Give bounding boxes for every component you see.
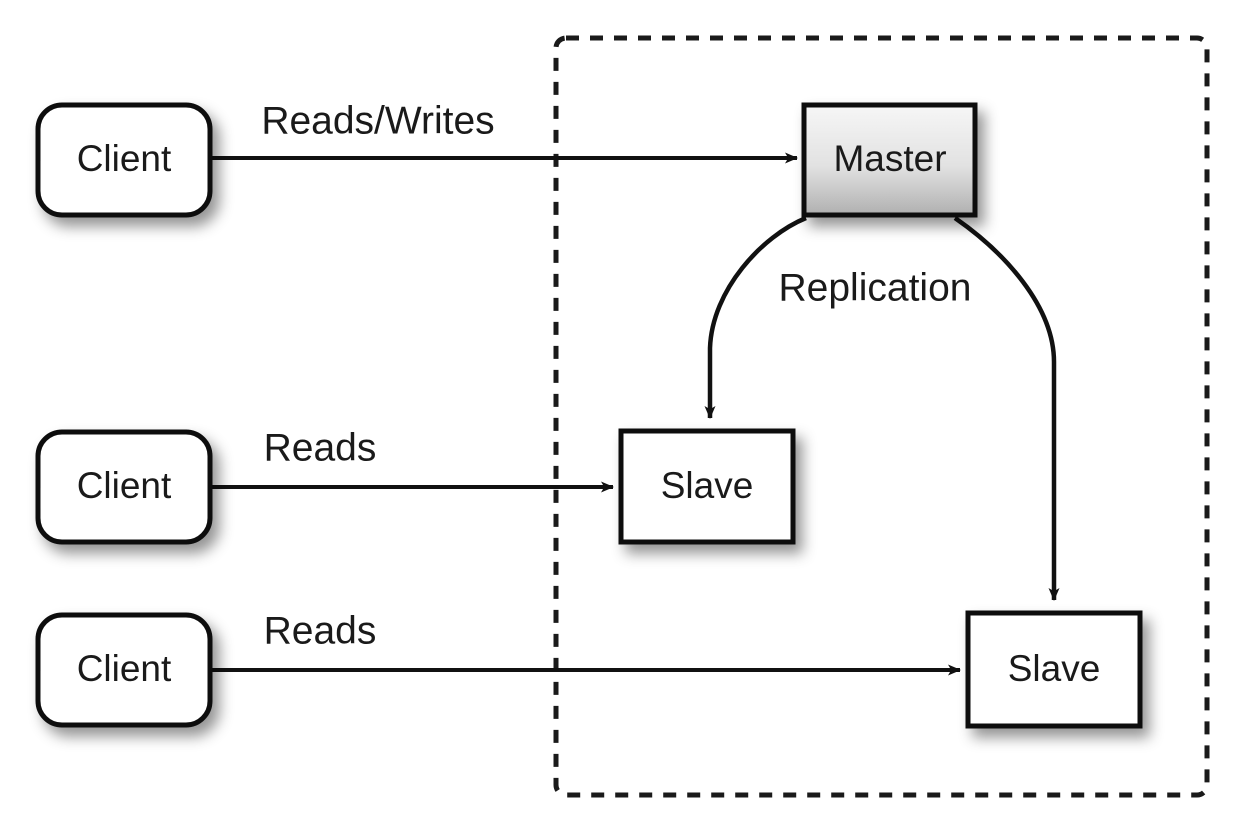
edge-label-replication: Replication: [779, 266, 972, 309]
client-2-box[interactable]: [35, 429, 213, 545]
slave-2-label: Slave: [1008, 648, 1101, 689]
node-master[interactable]: Master: [801, 102, 978, 218]
replication-cluster-boundary: [553, 35, 1210, 798]
node-slave-1[interactable]: Slave: [618, 428, 796, 545]
node-client-1[interactable]: Client: [35, 102, 213, 218]
client-1-box[interactable]: [35, 102, 213, 218]
client-2-label: Client: [77, 465, 172, 506]
node-client-2[interactable]: Client: [35, 429, 213, 545]
edge-master-slave1: [704, 215, 807, 419]
master-box[interactable]: [801, 102, 978, 218]
client-1-label: Client: [77, 138, 172, 179]
client-3-box[interactable]: [35, 612, 213, 728]
slave-2-box[interactable]: [965, 610, 1143, 729]
master-label: Master: [833, 138, 946, 179]
edge-master-slave2: [953, 216, 1060, 601]
node-slave-2[interactable]: Slave: [965, 610, 1143, 729]
slave-1-label: Slave: [661, 465, 754, 506]
edge-label-reads-2: Reads: [264, 609, 377, 652]
slave-1-box[interactable]: [618, 428, 796, 545]
client-3-label: Client: [77, 648, 172, 689]
edge-label-reads-1: Reads: [264, 426, 377, 469]
node-client-3[interactable]: Client: [35, 612, 213, 728]
edge-label-reads-writes: Reads/Writes: [261, 99, 494, 142]
